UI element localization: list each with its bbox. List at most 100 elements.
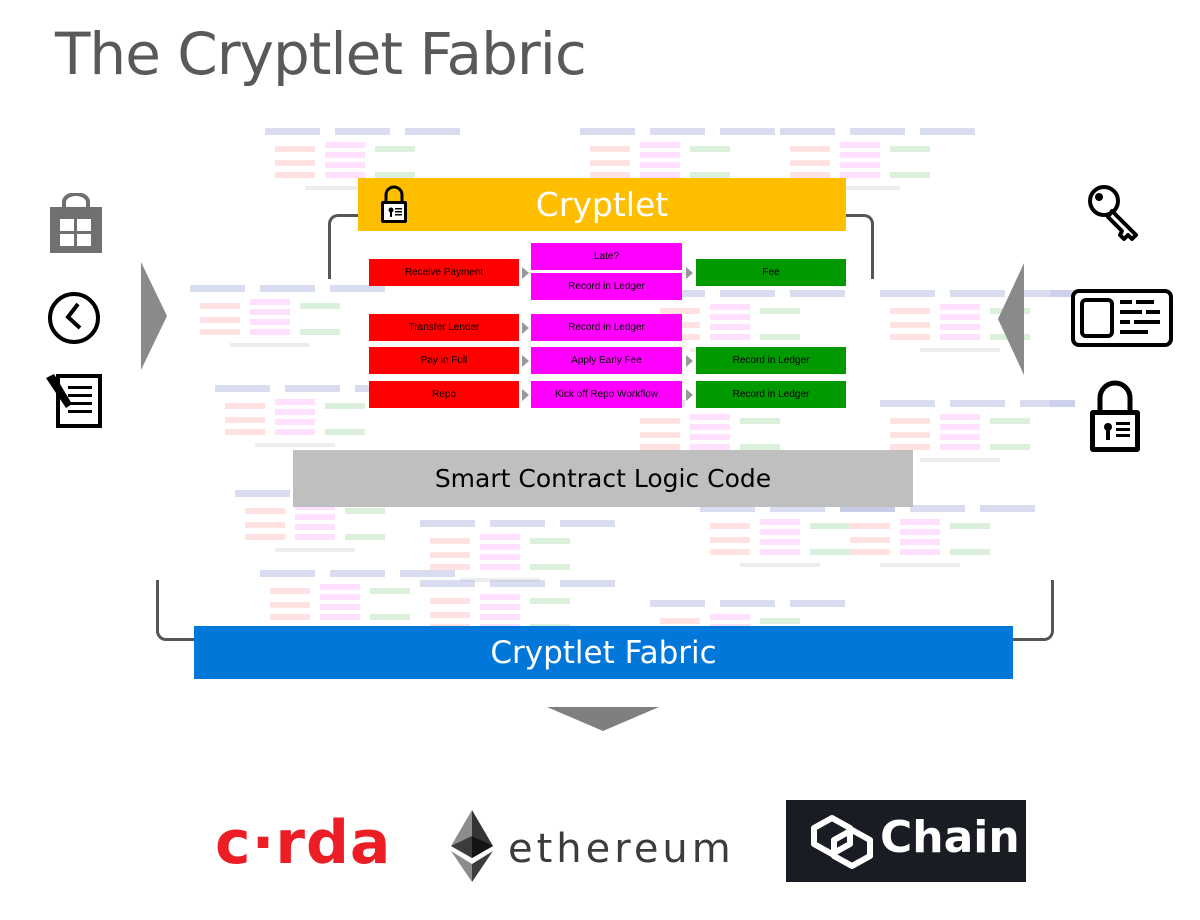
clock-icon xyxy=(48,292,100,344)
background-package-part xyxy=(650,128,705,135)
background-package-part xyxy=(890,444,930,450)
background-package-part xyxy=(980,505,1035,512)
background-package-part xyxy=(760,529,800,535)
background-package-part xyxy=(640,432,680,438)
background-package-part xyxy=(275,146,315,152)
background-package-part xyxy=(910,505,965,512)
background-package-part xyxy=(640,444,680,450)
background-package-part xyxy=(245,508,285,514)
background-package-part xyxy=(305,186,385,190)
key-icon xyxy=(1088,185,1138,241)
background-package-part xyxy=(690,172,730,178)
background-package-part xyxy=(720,128,775,135)
background-package-part xyxy=(940,324,980,330)
flow-arrow xyxy=(686,355,693,367)
page-title: The Cryptlet Fabric xyxy=(55,20,587,88)
background-package-part xyxy=(335,128,390,135)
background-package-part xyxy=(880,400,935,407)
step-kick-off-repo: Kick off Repo Workflow xyxy=(531,381,682,408)
background-package-part xyxy=(690,434,730,440)
background-package-part xyxy=(660,308,700,314)
flow-arrow xyxy=(686,267,693,279)
background-package-part xyxy=(530,598,570,604)
padlock-icon xyxy=(1090,380,1140,452)
background-package-part xyxy=(590,172,630,178)
background-package-part xyxy=(710,523,750,529)
background-package-part xyxy=(640,418,680,424)
background-package-part xyxy=(1020,400,1075,407)
output-arrow-down xyxy=(547,707,659,731)
background-package-part xyxy=(760,308,800,314)
document-pen-icon xyxy=(46,374,102,428)
background-package-part xyxy=(710,304,750,310)
background-package-part xyxy=(260,570,315,577)
background-package-part xyxy=(880,290,935,297)
background-package-part xyxy=(900,519,940,525)
background-package-part xyxy=(890,322,930,328)
ethereum-diamond-icon xyxy=(451,810,493,882)
chain-logo xyxy=(786,800,1026,882)
chain-link-icon xyxy=(811,815,873,869)
background-package-part xyxy=(920,128,975,135)
background-package-part xyxy=(840,152,880,158)
flow-arrow xyxy=(522,267,529,279)
flow-arrow xyxy=(686,389,693,401)
background-package-part xyxy=(840,505,895,512)
background-package-part xyxy=(710,324,750,330)
background-package-part xyxy=(900,529,940,535)
background-package-part xyxy=(430,538,470,544)
background-package-part xyxy=(230,343,310,347)
background-package-part xyxy=(325,403,365,409)
background-package-part xyxy=(790,290,845,297)
step-late-check: Late? xyxy=(531,243,682,270)
background-package-part xyxy=(710,334,750,340)
background-package-part xyxy=(200,317,240,323)
background-package-part xyxy=(430,598,470,604)
background-package-part xyxy=(950,290,1005,297)
background-package-part xyxy=(260,285,315,292)
step-record-ledger: Record in Ledger xyxy=(531,273,682,300)
background-package-part xyxy=(940,314,980,320)
background-package-part xyxy=(530,538,570,544)
logic-code-label: Smart Contract Logic Code xyxy=(434,464,772,493)
background-package-part xyxy=(275,429,315,435)
background-package-part xyxy=(850,523,890,529)
background-package-part xyxy=(760,618,800,624)
background-package-part xyxy=(375,172,415,178)
background-package-part xyxy=(275,172,315,178)
background-package-part xyxy=(890,418,930,424)
background-package-part xyxy=(690,414,730,420)
padlock-icon xyxy=(381,185,407,223)
background-package-part xyxy=(790,160,830,166)
background-package-part xyxy=(480,544,520,550)
background-package-part xyxy=(250,329,290,335)
fabric-box: Cryptlet Fabric xyxy=(194,626,1013,679)
background-package-part xyxy=(760,334,800,340)
background-package-part xyxy=(480,564,520,570)
background-package-part xyxy=(300,329,340,335)
background-package-part xyxy=(640,162,680,168)
background-package-part xyxy=(720,600,775,607)
background-package-part xyxy=(325,142,365,148)
background-package-part xyxy=(660,618,700,624)
background-package-part xyxy=(490,520,545,527)
background-package-part xyxy=(760,549,800,555)
logic-code-box: Smart Contract Logic Code xyxy=(293,450,913,507)
background-package-part xyxy=(710,537,750,543)
background-package-part xyxy=(250,309,290,315)
background-package-part xyxy=(840,172,880,178)
background-package-part xyxy=(295,504,335,510)
background-package-part xyxy=(900,549,940,555)
background-package-part xyxy=(710,549,750,555)
background-package-part xyxy=(790,600,845,607)
background-package-part xyxy=(320,604,360,610)
background-package-part xyxy=(890,146,930,152)
background-package-part xyxy=(250,299,290,305)
background-package-part xyxy=(640,142,680,148)
background-package-part xyxy=(880,563,960,567)
corda-logo: c·rda xyxy=(215,808,392,878)
background-package-part xyxy=(295,534,335,540)
background-package-part xyxy=(790,146,830,152)
background-package-part xyxy=(940,424,980,430)
input-arrow-right xyxy=(141,262,167,370)
